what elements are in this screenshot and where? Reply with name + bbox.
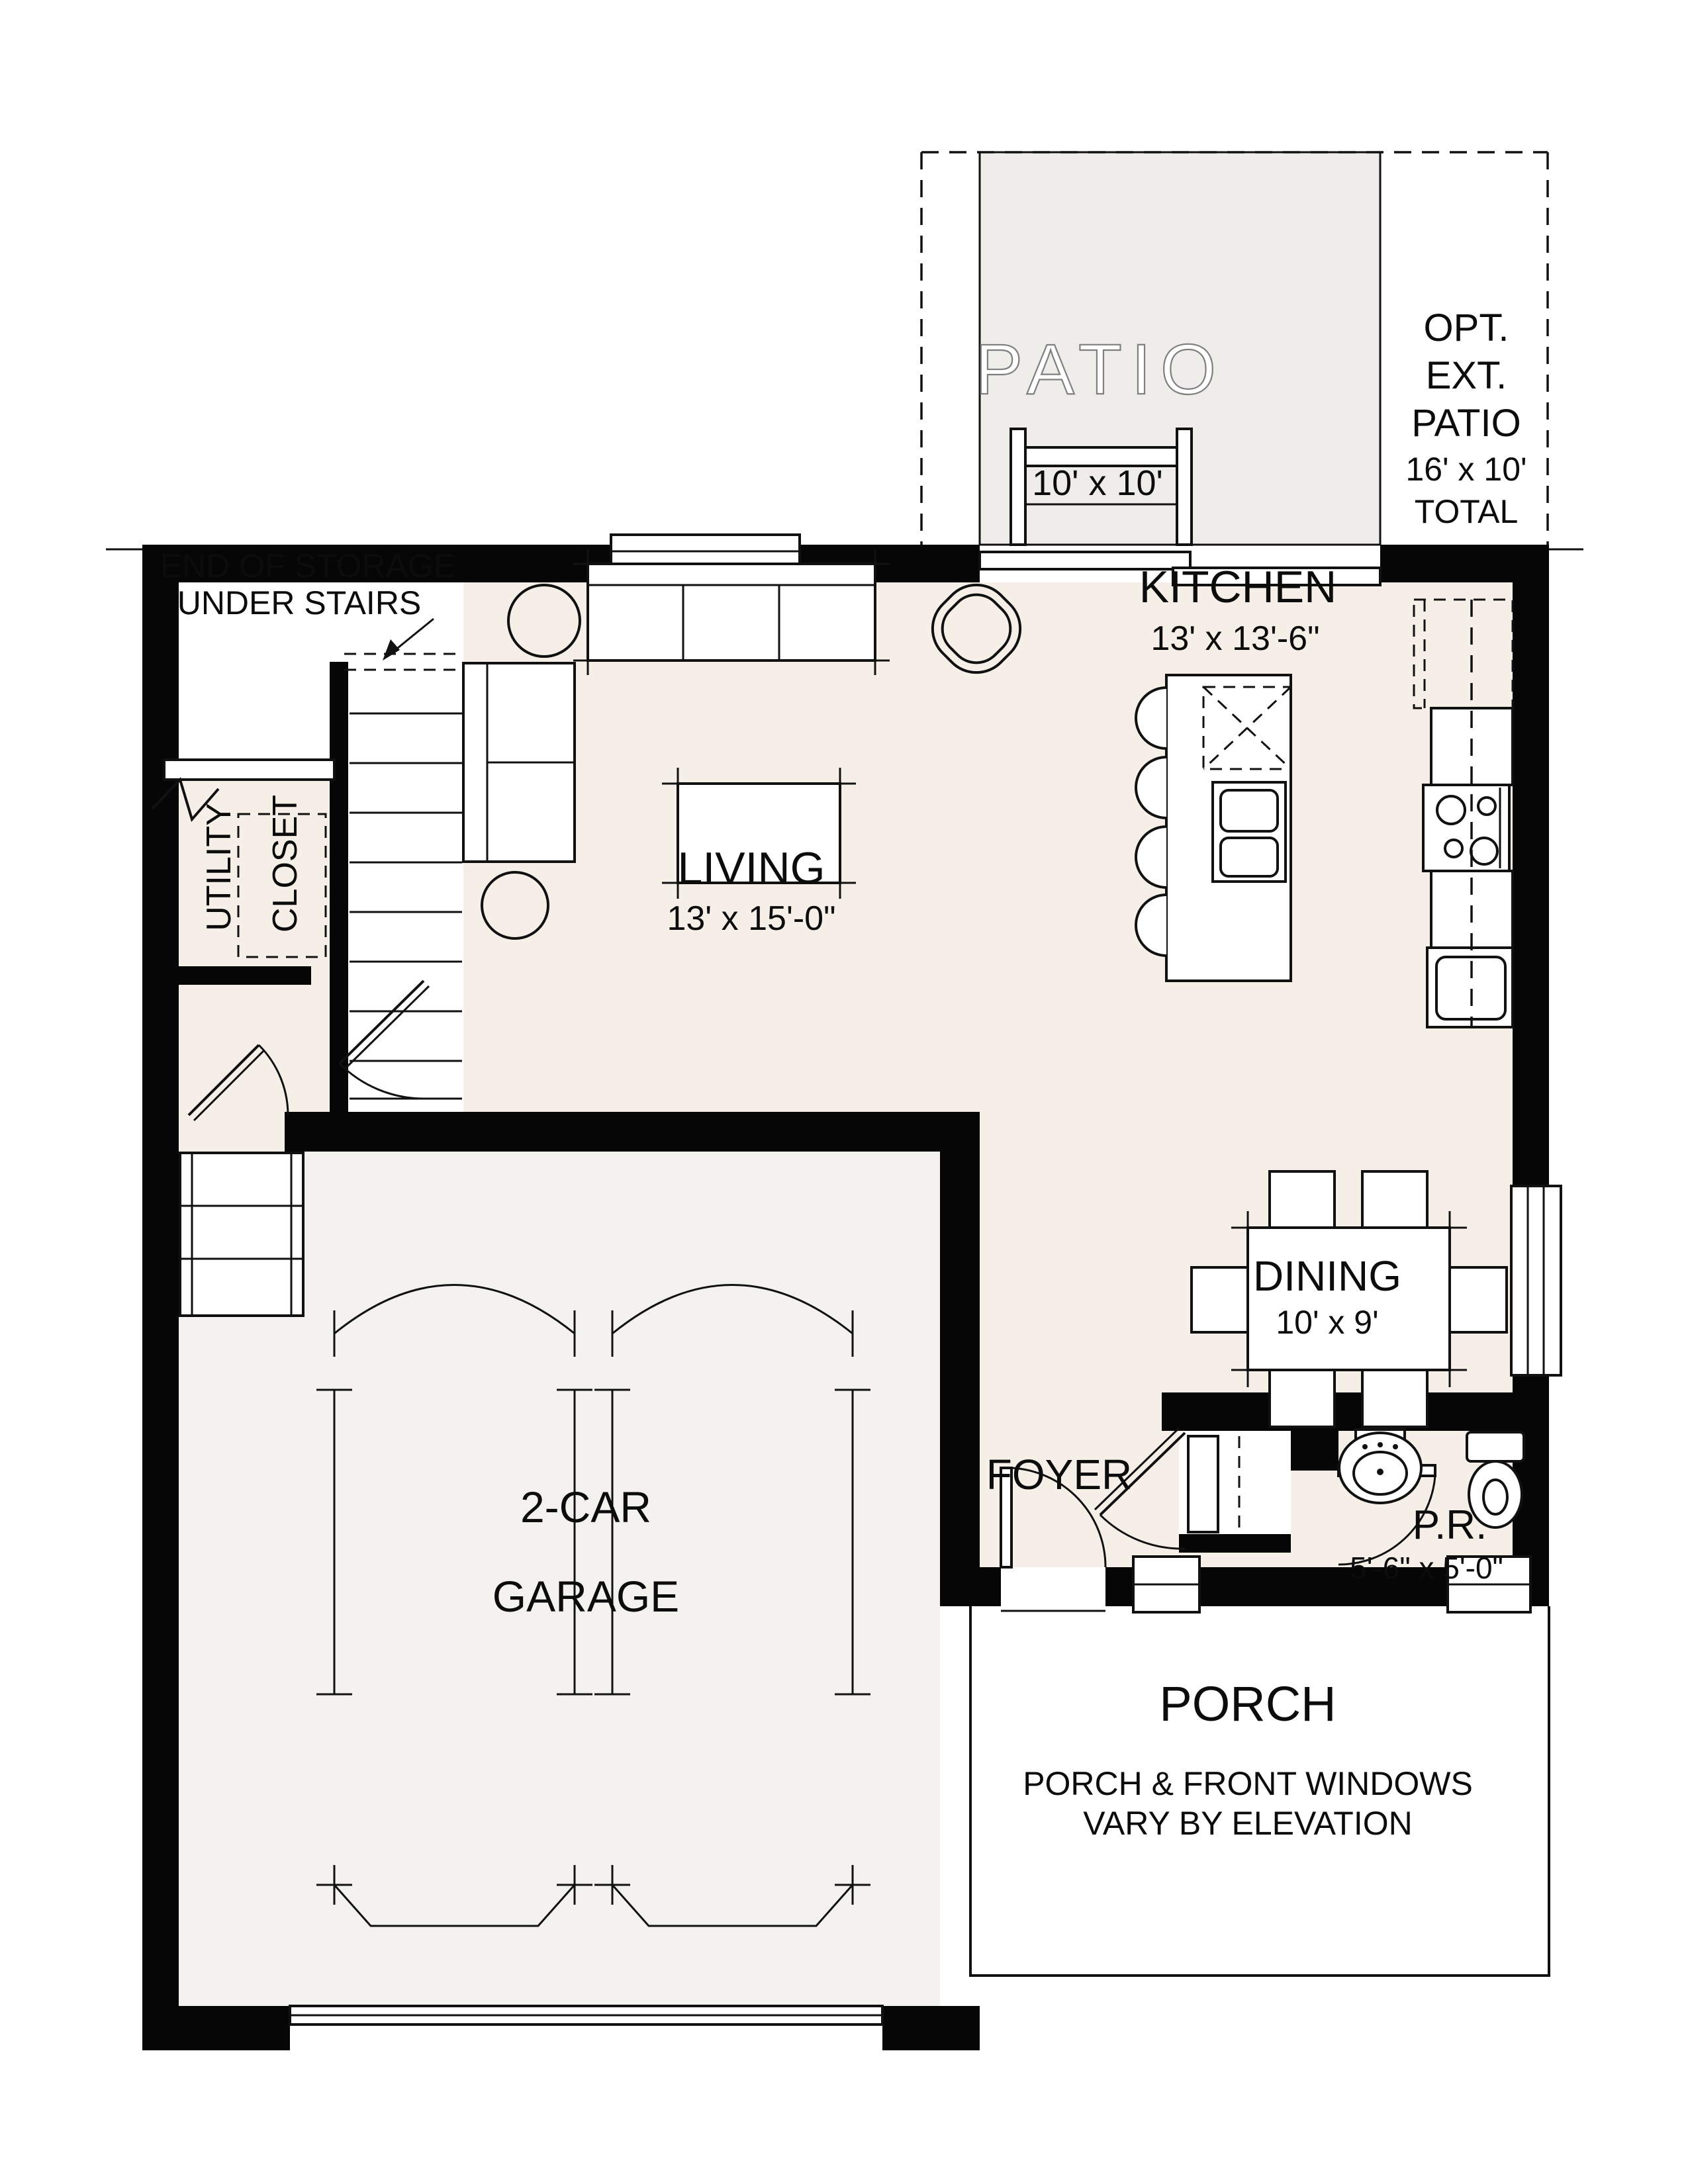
utility-appliance-dashed xyxy=(237,813,327,958)
car-outline-right xyxy=(594,1284,870,1927)
dining-label: DINING xyxy=(1253,1252,1401,1300)
garage-floor xyxy=(179,1152,940,2006)
sink-icon xyxy=(1338,1428,1423,1504)
loveseat xyxy=(462,662,576,863)
utility-label-line1: UTILITY xyxy=(200,803,238,931)
foyer-label: FOYER xyxy=(986,1451,1132,1498)
pr-label: P.R. xyxy=(1413,1502,1487,1548)
wall-closet-bottom xyxy=(1179,1534,1291,1553)
stair-shaft-floor xyxy=(348,662,463,1112)
foyer-closet xyxy=(1187,1435,1241,1533)
stool-icon xyxy=(1135,893,1167,957)
wall-garage-bottom-left xyxy=(142,2006,290,2050)
powder-room-fixtures xyxy=(1338,1428,1525,1529)
porch-note-line2: VARY BY ELEVATION xyxy=(1083,1805,1412,1842)
living-furniture xyxy=(462,549,1022,940)
wall-break-mark xyxy=(151,777,220,823)
kitchen-sink-icon xyxy=(1426,946,1514,1028)
patio-dims: 10' x 10' xyxy=(1032,463,1163,503)
porch-label: PORCH xyxy=(1159,1676,1336,1731)
toilet-icon xyxy=(1466,1431,1525,1529)
wall-utility-bottom xyxy=(142,966,311,985)
wall-left xyxy=(142,545,179,2050)
labels: PATIO 10' x 10' OPT. EXT. PATIO 16' x 10… xyxy=(160,306,1527,1842)
closet-shelf xyxy=(1187,1435,1219,1533)
opt-patio-total: TOTAL xyxy=(1415,493,1519,530)
wall-closet-pr-top xyxy=(1162,1392,1549,1431)
garage-elements xyxy=(179,1152,884,2026)
wall-top-right xyxy=(1380,545,1549,582)
hood-dashed-icon xyxy=(1202,686,1292,770)
patio-area xyxy=(920,151,1549,546)
dining-chair xyxy=(1361,1170,1429,1234)
dining-chair xyxy=(1446,1266,1508,1334)
opt-patio-line2: EXT. xyxy=(1426,354,1507,397)
kitchen-dims: 13' x 13'-6" xyxy=(1150,619,1319,658)
coffee-table xyxy=(662,768,856,899)
storage-leader-arrow xyxy=(383,617,434,660)
garage-entry-door xyxy=(187,1044,289,1122)
wall-pr-left xyxy=(1291,1431,1338,1471)
patio-label: PATIO xyxy=(975,329,1225,409)
stair-railing xyxy=(330,662,348,1112)
patio-bench xyxy=(1009,428,1193,546)
storage-note-line2: UNDER STAIRS xyxy=(177,584,422,621)
pr-dims: 5'-6" x 5'-0" xyxy=(1350,1551,1503,1585)
round-table-icon xyxy=(481,871,549,940)
stairs xyxy=(151,617,463,1100)
wall-garage-right xyxy=(940,1112,980,1606)
opt-patio-dims: 16' x 10' xyxy=(1405,451,1526,488)
stool-icon xyxy=(1135,686,1167,750)
fridge-dashed-icon xyxy=(1413,598,1514,709)
wall-garage-bottom-right xyxy=(882,2006,980,2050)
storage-note-line1: END OF STORAGE xyxy=(160,547,455,584)
kitchen-right-run xyxy=(1413,598,1514,1028)
dining-table xyxy=(1231,1211,1467,1387)
garage-label-line2: GARAGE xyxy=(492,1572,679,1621)
living-dims: 13' x 15'-0" xyxy=(667,899,835,938)
kitchen-label: KITCHEN xyxy=(1139,562,1336,612)
garage-steps xyxy=(179,1152,305,1317)
island-sink-icon xyxy=(1211,781,1287,883)
closet-door xyxy=(1094,1426,1186,1550)
car-outline-left xyxy=(316,1284,592,1927)
wall-front-left xyxy=(940,1567,1001,1606)
round-table-icon xyxy=(507,584,581,658)
kitchen-island xyxy=(1135,674,1292,982)
window-front-2 xyxy=(1446,1555,1532,1614)
dining-chair xyxy=(1361,1365,1429,1428)
living-label: LIVING xyxy=(678,843,825,893)
front-door xyxy=(1000,1467,1107,1612)
wall-right-upper xyxy=(1513,582,1549,1186)
sofa xyxy=(573,549,890,675)
opt-patio-line1: OPT. xyxy=(1424,306,1509,349)
window-front-1 xyxy=(1132,1555,1201,1614)
utility-label-line2: CLOSET xyxy=(266,795,305,933)
porch-note-line1: PORCH & FRONT WINDOWS xyxy=(1023,1765,1473,1802)
stair-half-wall xyxy=(163,758,336,781)
dining-dims: 10' x 9' xyxy=(1276,1304,1378,1341)
stool-icon xyxy=(1135,756,1167,819)
dining-chair xyxy=(1268,1170,1336,1234)
sliding-patio-door xyxy=(978,551,1382,586)
dining-chair xyxy=(1190,1266,1252,1334)
stove-icon xyxy=(1422,784,1511,872)
porch-outline xyxy=(969,1606,1550,1977)
garage-label-line1: 2-CAR xyxy=(520,1482,651,1531)
garage-door xyxy=(289,2005,884,2026)
walls xyxy=(106,545,1583,2050)
stool-icon xyxy=(1135,825,1167,889)
stair-treads xyxy=(350,712,462,1100)
dining-chair xyxy=(1268,1365,1336,1428)
wall-garage-top xyxy=(285,1112,980,1152)
opt-patio-line3: PATIO xyxy=(1411,402,1521,445)
dining-furniture xyxy=(1190,1170,1508,1428)
corner-chair-icon xyxy=(931,583,1022,674)
window-dining xyxy=(1510,1185,1562,1377)
kitchen-fixtures xyxy=(1135,598,1514,1028)
